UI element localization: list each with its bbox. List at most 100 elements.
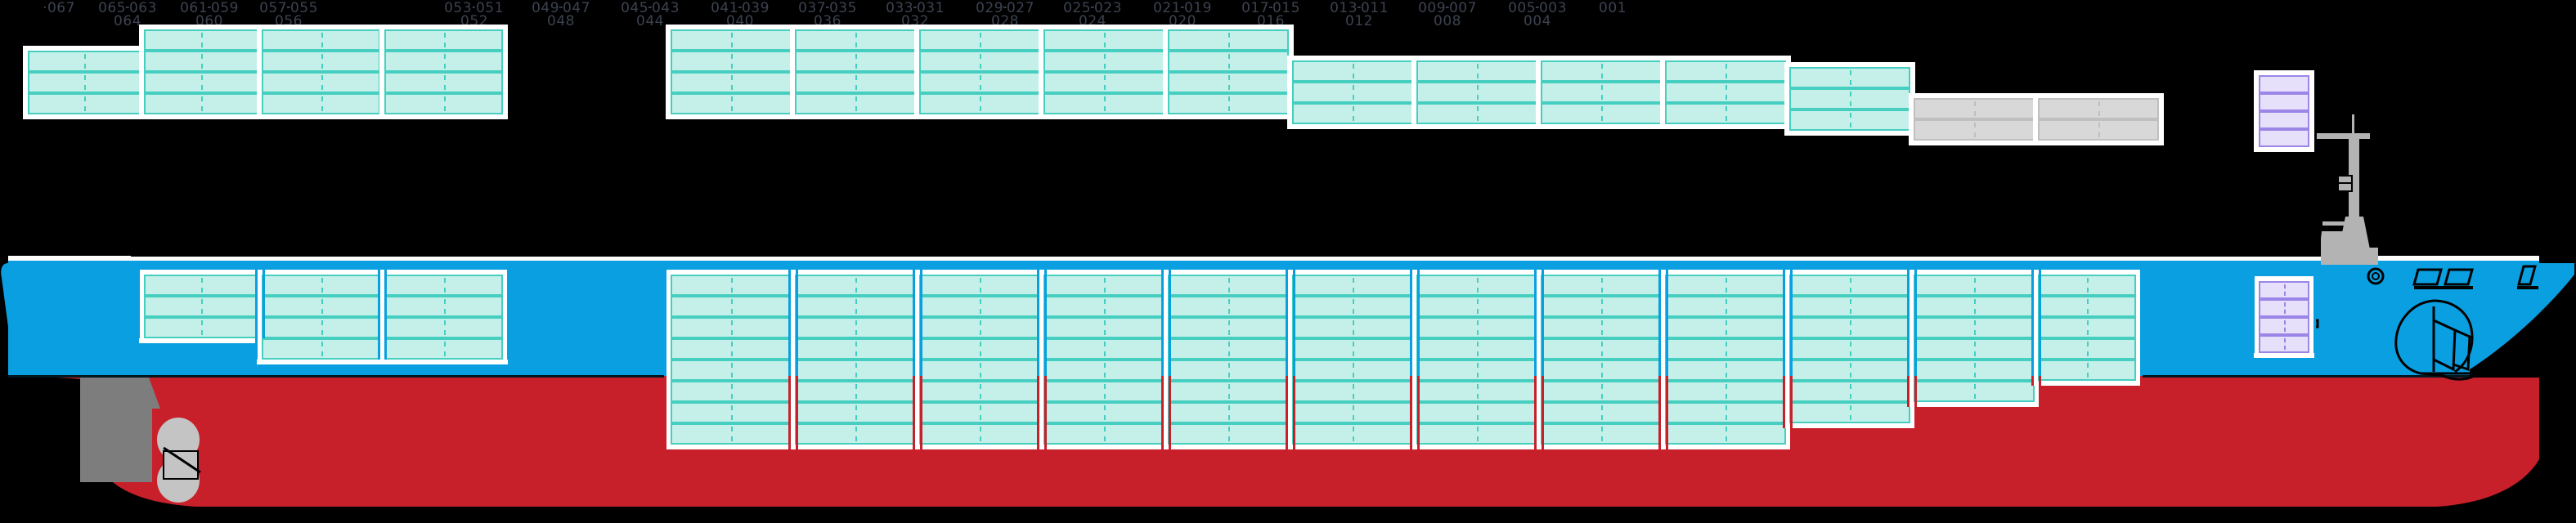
container-cell[interactable]: [144, 275, 258, 296]
container-cell[interactable]: [1541, 338, 1662, 360]
container-cell[interactable]: [384, 29, 503, 51]
container-cell[interactable]: [919, 381, 1040, 402]
container-cell[interactable]: [795, 275, 916, 296]
container-cell[interactable]: [2038, 275, 2136, 296]
container-cell[interactable]: [1789, 381, 1910, 402]
below-deck-stack-001[interactable]: [2259, 281, 2309, 353]
bay-number-037[interactable]: 037·: [798, 0, 831, 16]
below-deck-stack-020[interactable]: [1665, 275, 1786, 445]
container-cell[interactable]: [1914, 338, 2035, 360]
container-cell[interactable]: [1665, 423, 1786, 445]
bay-number-004[interactable]: 004: [1524, 13, 1551, 29]
bay-number-049[interactable]: 049·: [532, 0, 564, 16]
bay-number-011[interactable]: ·011: [1356, 0, 1389, 16]
container-cell[interactable]: [1914, 119, 2035, 141]
container-cell[interactable]: [671, 338, 792, 360]
container-cell[interactable]: [1043, 402, 1165, 423]
container-cell[interactable]: [1416, 317, 1537, 338]
container-cell[interactable]: [1665, 275, 1786, 296]
container-cell[interactable]: [671, 72, 792, 93]
container-cell[interactable]: [919, 317, 1040, 338]
above-deck-stack-001[interactable]: [2259, 75, 2309, 147]
container-cell[interactable]: [1789, 338, 1910, 360]
below-deck-stack-056[interactable]: [384, 275, 503, 360]
bay-number-039[interactable]: ·039: [737, 0, 770, 16]
container-cell[interactable]: [1043, 423, 1165, 445]
container-cell[interactable]: [384, 275, 503, 296]
above-deck-stack-028[interactable]: [1292, 60, 1413, 124]
container-cell[interactable]: [2038, 98, 2159, 119]
container-cell[interactable]: [1914, 381, 2035, 402]
container-cell[interactable]: [1043, 317, 1165, 338]
bay-number-065[interactable]: 065·: [98, 0, 131, 16]
below-deck-stack-008[interactable]: [2038, 275, 2136, 381]
container-cell[interactable]: [1914, 98, 2035, 119]
container-cell[interactable]: [795, 296, 916, 317]
container-cell[interactable]: [262, 275, 380, 296]
container-cell[interactable]: [1168, 360, 1289, 381]
container-cell[interactable]: [671, 29, 792, 51]
bay-number-019[interactable]: ·019: [1179, 0, 1212, 16]
container-cell[interactable]: [2038, 119, 2159, 141]
container-cell[interactable]: [1292, 402, 1413, 423]
bay-number-033[interactable]: 033·: [886, 0, 918, 16]
above-deck-stack-036[interactable]: [1043, 29, 1165, 114]
container-cell[interactable]: [1168, 72, 1289, 93]
container-cell[interactable]: [1168, 29, 1289, 51]
container-cell[interactable]: [671, 93, 792, 114]
container-cell[interactable]: [671, 317, 792, 338]
container-cell[interactable]: [1168, 423, 1289, 445]
bay-number-031[interactable]: ·031: [912, 0, 945, 16]
container-cell[interactable]: [1043, 51, 1165, 72]
bay-number-063[interactable]: ·063: [124, 0, 157, 16]
container-cell[interactable]: [2259, 317, 2309, 335]
container-cell[interactable]: [671, 402, 792, 423]
container-cell[interactable]: [2259, 75, 2309, 93]
container-cell[interactable]: [919, 51, 1040, 72]
container-cell[interactable]: [1168, 296, 1289, 317]
container-cell[interactable]: [795, 93, 916, 114]
bay-number-001[interactable]: 001: [1599, 0, 1627, 16]
container-cell[interactable]: [2038, 317, 2136, 338]
container-cell[interactable]: [919, 72, 1040, 93]
above-deck-stack-060[interactable]: [144, 29, 258, 114]
container-cell[interactable]: [671, 275, 792, 296]
container-cell[interactable]: [919, 93, 1040, 114]
container-cell[interactable]: [671, 423, 792, 445]
container-cell[interactable]: [1168, 402, 1289, 423]
below-deck-stack-016[interactable]: [1789, 275, 1910, 423]
above-deck-stack-024[interactable]: [1416, 60, 1537, 124]
container-cell[interactable]: [1416, 82, 1537, 103]
bay-number-059[interactable]: ·059: [206, 0, 239, 16]
bay-number-003[interactable]: ·003: [1534, 0, 1567, 16]
container-cell[interactable]: [671, 381, 792, 402]
bay-number-061[interactable]: 061·: [180, 0, 213, 16]
container-cell[interactable]: [144, 93, 258, 114]
container-cell[interactable]: [2259, 129, 2309, 147]
container-cell[interactable]: [795, 402, 916, 423]
container-cell[interactable]: [384, 93, 503, 114]
above-deck-stack-040[interactable]: [919, 29, 1040, 114]
bay-number-021[interactable]: 021·: [1153, 0, 1186, 16]
container-cell[interactable]: [1665, 402, 1786, 423]
container-cell[interactable]: [2038, 360, 2136, 381]
below-deck-stack-032[interactable]: [1292, 275, 1413, 445]
container-cell[interactable]: [919, 296, 1040, 317]
bay-number-009[interactable]: 009·: [1418, 0, 1451, 16]
container-cell[interactable]: [1789, 360, 1910, 381]
container-cell[interactable]: [262, 51, 380, 72]
bay-number-025[interactable]: 025·: [1063, 0, 1096, 16]
container-cell[interactable]: [919, 360, 1040, 381]
container-cell[interactable]: [795, 360, 916, 381]
bay-number-047[interactable]: ·047: [558, 0, 590, 16]
container-cell[interactable]: [1043, 29, 1165, 51]
container-cell[interactable]: [144, 29, 258, 51]
above-deck-stack-012[interactable]: [1789, 67, 1910, 131]
container-cell[interactable]: [1789, 275, 1910, 296]
container-cell[interactable]: [1043, 338, 1165, 360]
above-deck-stack-016[interactable]: [1665, 60, 1786, 124]
container-cell[interactable]: [1292, 360, 1413, 381]
container-cell[interactable]: [795, 29, 916, 51]
container-cell[interactable]: [1541, 317, 1662, 338]
container-cell[interactable]: [1665, 317, 1786, 338]
